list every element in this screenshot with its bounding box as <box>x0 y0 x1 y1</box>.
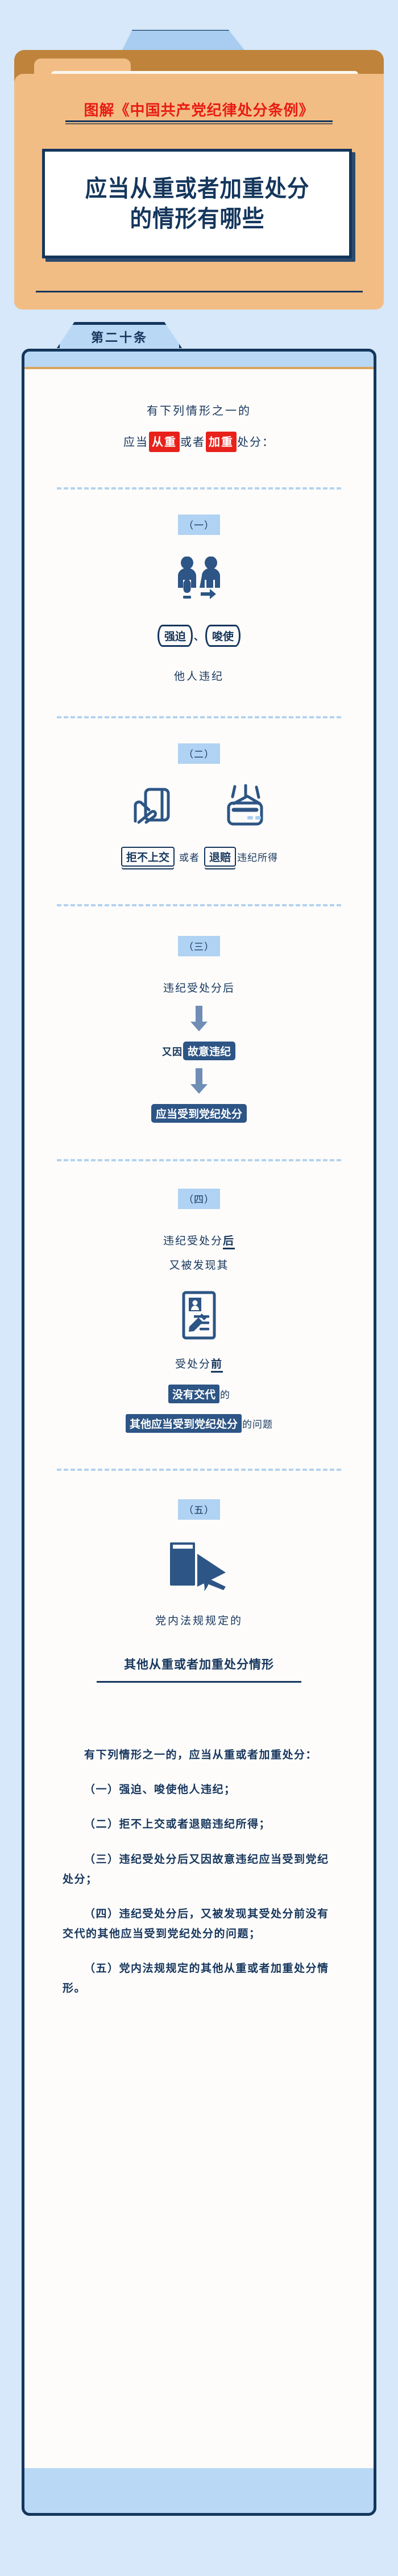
section-5-rule <box>97 1681 301 1683</box>
section-2-caption: 拒不上交 或者 退赔违纪所得 <box>24 847 374 867</box>
main-content-card: 有下列情形之一的 应当从重或者加重处分： （一） <box>22 349 376 2516</box>
divider-5 <box>57 1469 341 1471</box>
divider-2 <box>57 716 341 719</box>
intro-line2-mid: 或者 <box>180 435 205 449</box>
folder-bottom-rule <box>36 291 363 292</box>
folder-header: 图解《中国共产党纪律处分条例》 应当从重或者加重处分 的情形有哪些 <box>0 0 398 310</box>
section-4-line-3: 受处分前 <box>24 1355 374 1373</box>
main-title-line-2: 的情形有哪些 <box>130 204 264 232</box>
two-people-coercion-icon <box>24 557 374 604</box>
section-1-separator: 、 <box>194 632 204 643</box>
section-2-icons <box>24 784 374 830</box>
legal-item-3: （三）违纪受处分后又因故意违纪应当受到党纪处分； <box>63 1852 329 1885</box>
chip-qitayingdangshoudaodangjichufen: 其他应当受到党纪处分 <box>125 1414 242 1433</box>
card-inner: 有下列情形之一的 应当从重或者加重处分： （一） <box>24 367 374 2468</box>
section-3-marker: （三） <box>178 936 220 957</box>
section-4-line-4: 没有交代的 <box>24 1385 374 1404</box>
series-title: 图解《中国共产党纪律处分条例》 <box>84 102 314 119</box>
chip-guyiweiji: 故意违纪 <box>183 1041 235 1060</box>
main-title-card: 应当从重或者加重处分 的情形有哪些 <box>42 149 352 258</box>
section-5-marker: （五） <box>178 1499 220 1520</box>
legal-text: 有下列情形之一的，应当从重或者加重处分： （一）强迫、唆使他人违纪； （二）拒不… <box>63 1745 335 1998</box>
section-1-chips: 强迫、唆使 <box>24 625 374 647</box>
section-4-marker: （四） <box>178 1189 220 1210</box>
section-2: （二） <box>24 718 374 867</box>
section-4-line3-text: 受处分 <box>175 1358 211 1371</box>
section-3: （三） 违纪受处分后 又因故意违纪 应当受到党纪处分 <box>24 906 374 1123</box>
legal-text-block: 有下列情形之一的，应当从重或者加重处分： （一）强迫、唆使他人违纪； （二）拒不… <box>24 1683 374 1998</box>
intro-line2-prefix: 应当 <box>123 435 148 449</box>
intro-block: 有下列情形之一的 应当从重或者加重处分： <box>24 369 374 452</box>
section-1-marker: （一） <box>178 515 220 535</box>
divider-1 <box>57 487 341 490</box>
legal-item-4: （四）违纪受处分后，又被发现其受处分前没有交代的其他应当受到党纪处分的问题； <box>63 1907 329 1940</box>
section-4-line4-tail: 的 <box>220 1390 230 1402</box>
section-4-line3-emphasis: 前 <box>211 1358 223 1373</box>
chip-meiyoujiaodai: 没有交代 <box>168 1385 219 1404</box>
article-badge-label: 第二十条 <box>90 331 148 345</box>
intro-line-2: 应当从重或者加重处分： <box>24 432 374 452</box>
chip-tuipei: 退赔 <box>204 847 237 867</box>
section-4: （四） 违纪受处分后 又被发现其 <box>24 1161 374 1433</box>
chip-congzhong: 从重 <box>149 432 180 452</box>
section-3-step-1: 违纪受处分后 <box>163 982 235 995</box>
chip-qiangpo: 强迫 <box>157 625 193 647</box>
legal-item-1: （一）强迫、唆使他人违纪； <box>84 1783 236 1796</box>
section-2-mid: 或者 <box>179 852 200 864</box>
section-4-line-1: 违纪受处分后 <box>24 1232 374 1250</box>
section-1: （一） 强迫、唆使 他人违纪 <box>24 490 374 685</box>
legal-item-2: （二）拒不上交或者退赔违纪所得； <box>84 1818 271 1831</box>
article-badge: 第二十条 <box>57 322 182 348</box>
wallet-cash-icon <box>222 784 268 830</box>
hand-holding-card-icon <box>130 785 175 829</box>
legal-lead: 有下列情形之一的，应当从重或者加重处分： <box>84 1749 318 1762</box>
chip-yingdangshoudaodangjichufen: 应当受到党纪处分 <box>151 1104 247 1123</box>
section-4-line1-text: 违纪受处分 <box>163 1235 223 1248</box>
section-3-step2-prefix: 又因 <box>161 1046 183 1058</box>
section-4-line1-emphasis: 后 <box>223 1235 235 1250</box>
article-badge-wrap: 第二十条 <box>0 307 398 348</box>
chip-jubushangjiao: 拒不上交 <box>121 847 175 867</box>
section-1-caption: 他人违纪 <box>173 670 224 683</box>
divider-4 <box>57 1159 341 1162</box>
section-5: （五） 党内法规规定的 其他从重或者加重处分情形 <box>24 1471 374 1683</box>
section-4-line5-tail: 的问题 <box>242 1419 273 1431</box>
legal-item-5: （五）党内法规规定的其他从重或者加重处分情形。 <box>63 1962 329 1995</box>
section-2-tail: 违纪所得 <box>237 852 279 864</box>
section-4-line-5: 其他应当受到党纪处分的问题 <box>24 1414 374 1433</box>
section-3-step-2: 又因故意违纪 <box>24 1041 374 1061</box>
id-document-pencil-icon <box>24 1290 374 1340</box>
books-icon <box>24 1541 374 1592</box>
section-4-line-2: 又被发现其 <box>169 1258 229 1272</box>
title-rule <box>65 120 333 124</box>
chip-jiazhong: 加重 <box>206 432 237 452</box>
section-5-line-1: 党内法规规定的 <box>155 1615 243 1628</box>
intro-line2-suffix: 处分： <box>237 435 275 449</box>
main-title-line-1: 应当从重或者加重处分 <box>85 175 309 203</box>
chip-shishi: 唆使 <box>205 625 241 647</box>
section-2-marker: （二） <box>178 743 220 764</box>
section-3-step-3: 应当受到党纪处分 <box>24 1104 374 1123</box>
section-5-line-2: 其他从重或者加重处分情形 <box>124 1658 274 1672</box>
intro-line-1: 有下列情形之一的 <box>147 404 251 417</box>
divider-3 <box>57 904 341 907</box>
